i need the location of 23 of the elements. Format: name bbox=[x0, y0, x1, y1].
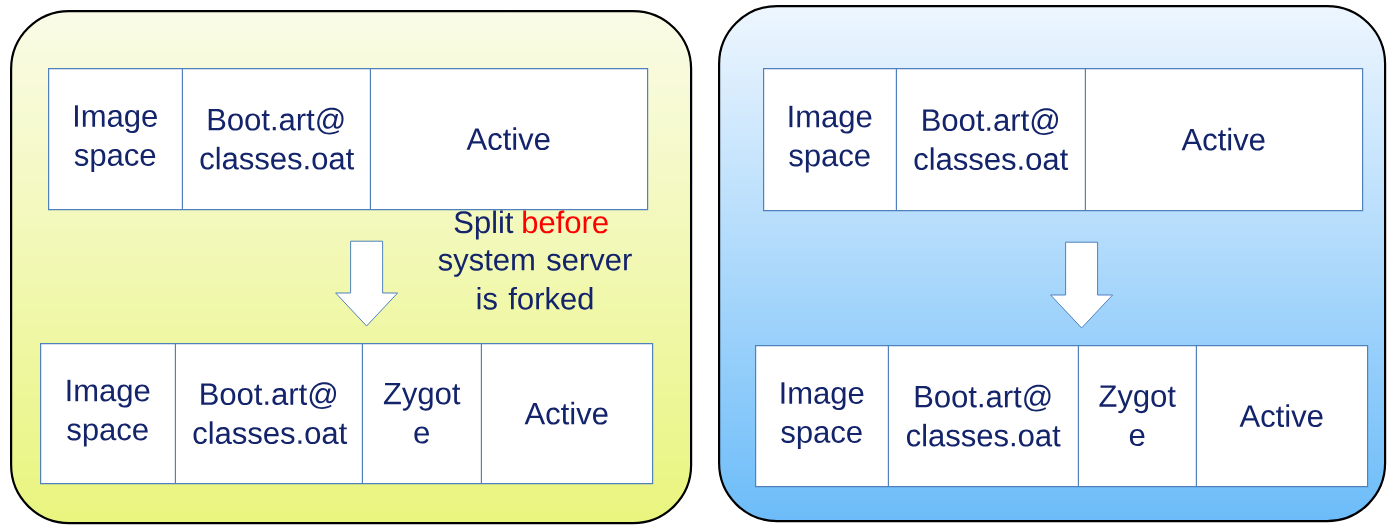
memory-region-cell: Image space bbox=[781, 382, 864, 450]
memory-region-cell: Image space bbox=[74, 105, 157, 173]
memory-map-bar bbox=[40, 343, 654, 485]
memory-map-bar bbox=[48, 68, 649, 211]
annotation-text: before bbox=[523, 210, 608, 234]
memory-region-cell: Zygot e bbox=[383, 382, 461, 444]
memory-region-cell: Active bbox=[524, 401, 608, 425]
block-arrow bbox=[1050, 241, 1114, 329]
memory-region-cell: Boot.art@ classes.oat bbox=[200, 107, 355, 170]
memory-region-cell: Active bbox=[466, 127, 550, 151]
memory-region-cell: Zygot e bbox=[1099, 385, 1176, 446]
memory-map-bar bbox=[763, 68, 1364, 212]
block-arrow bbox=[335, 240, 399, 327]
memory-region-cell: Active bbox=[1239, 404, 1323, 428]
memory-region-cell: Image space bbox=[67, 379, 150, 447]
memory-region-cell: Active bbox=[1181, 127, 1265, 151]
memory-region-cell: Boot.art@ classes.oat bbox=[193, 382, 348, 445]
memory-region-cell: Boot.art@ classes.oat bbox=[907, 384, 1061, 447]
annotation-text: system server is forked bbox=[438, 250, 632, 310]
memory-map-bar bbox=[755, 345, 1369, 488]
annotation-text: Split bbox=[454, 210, 514, 240]
memory-region-cell: Image space bbox=[789, 105, 872, 173]
memory-region-cell: Boot.art@ classes.oat bbox=[914, 108, 1069, 171]
